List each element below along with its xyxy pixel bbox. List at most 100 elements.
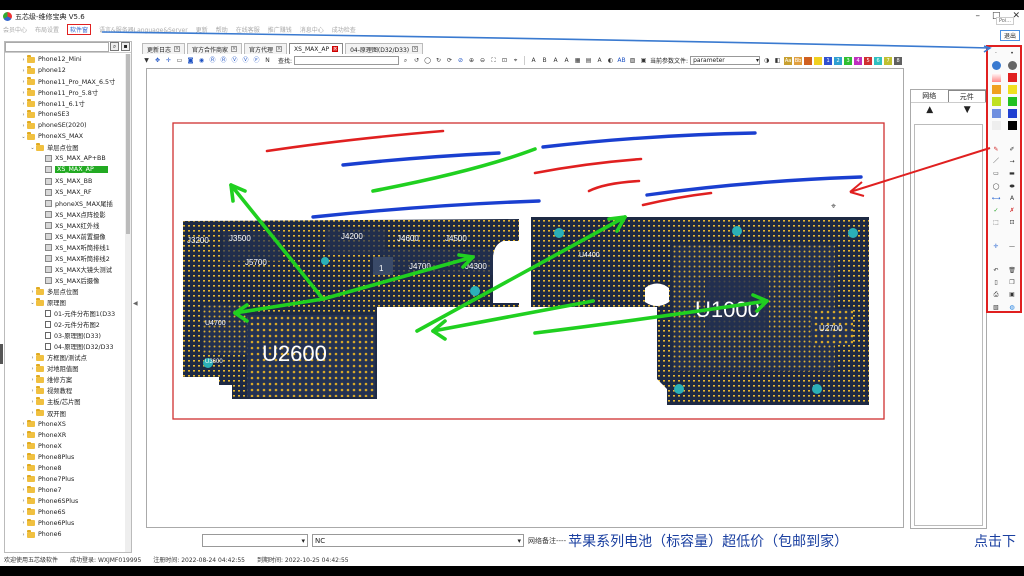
color-orange-swatch[interactable] <box>991 84 1001 94</box>
chevron-right-icon[interactable]: › <box>22 520 25 527</box>
tree-folder[interactable]: ›Phone11_Pro_MAX_6.5寸 <box>5 76 131 87</box>
close-tab-icon[interactable]: × <box>332 46 339 52</box>
color-lightblue-swatch[interactable] <box>991 109 1001 119</box>
tree-folder[interactable]: ›Phone6S <box>5 507 131 518</box>
voltage-filter-icon[interactable]: Ⓥ <box>231 57 238 64</box>
trash-icon[interactable]: 🗑 <box>1008 267 1016 275</box>
double-arrow-icon[interactable]: ⟷ <box>991 194 1001 202</box>
color-white-swatch[interactable] <box>991 121 1001 131</box>
refresh-icon[interactable]: ⟳ <box>447 57 453 64</box>
tree-folder[interactable]: ›Phone8 <box>5 463 131 474</box>
click-more-link[interactable]: 点击下 <box>974 533 1016 550</box>
tree-folder[interactable]: ⌄单层点位图 <box>5 142 131 153</box>
screenshot-icon[interactable]: ▧ <box>993 303 999 311</box>
tree-item[interactable]: 04-原理图(D32/D33 <box>5 341 131 352</box>
color-swatch[interactable]: Aa <box>784 56 793 65</box>
color-swatch[interactable]: 1 <box>824 56 833 65</box>
dot-large-icon[interactable] <box>991 60 1001 70</box>
marker-icon[interactable]: ✐ <box>1009 146 1015 154</box>
chevron-right-icon[interactable]: › <box>22 100 25 107</box>
resistor-filter-2-icon[interactable]: Ⓡ <box>220 57 227 64</box>
pan-icon[interactable]: ✛ <box>165 57 172 64</box>
tree-item[interactable]: phoneXS_MAX尾插 <box>5 198 131 209</box>
chevron-right-icon[interactable]: › <box>22 111 25 118</box>
font-style-icon[interactable]: A <box>597 57 602 64</box>
tree-item[interactable]: XS_MAX红外线 <box>5 220 131 231</box>
menu-item-8[interactable]: 消息中心 <box>299 26 324 34</box>
chevron-right-icon[interactable]: › <box>31 365 34 372</box>
grid-icon[interactable]: ▦ <box>574 57 581 64</box>
menu-item-1[interactable]: 布局设置 <box>35 26 60 34</box>
menu-item-5[interactable]: 帮助 <box>215 26 228 34</box>
tree-folder[interactable]: ›Phone8Plus <box>5 452 131 463</box>
color-green-swatch[interactable] <box>1007 96 1017 106</box>
tree-folder[interactable]: ›对地阻值图 <box>5 363 131 374</box>
tree-folder[interactable]: ›双开图 <box>5 408 131 419</box>
net-filter-icon[interactable]: N <box>265 57 270 64</box>
color-lime-swatch[interactable] <box>991 96 1001 106</box>
folder-icon[interactable]: ▣ <box>640 57 647 64</box>
tree-folder[interactable]: ›PhoneXR <box>5 430 131 441</box>
move-icon[interactable]: ✥ <box>154 57 161 64</box>
arrow-line-icon[interactable]: → <box>1009 158 1015 166</box>
chevron-right-icon[interactable]: › <box>22 509 25 516</box>
resistor-filter-icon[interactable]: Ⓡ <box>209 57 216 64</box>
text-tool-icon[interactable]: A <box>1009 194 1015 202</box>
tree-folder[interactable]: ›phoneSE(2020) <box>5 120 131 131</box>
tree-item[interactable]: XS_MAX听筒排线1 <box>5 242 131 253</box>
tree-folder[interactable]: ›PhoneXS <box>5 419 131 430</box>
chevron-right-icon[interactable]: › <box>22 531 25 538</box>
chevron-right-icon[interactable]: › <box>31 398 34 405</box>
image-icon[interactable]: ▨ <box>629 57 636 64</box>
close-tab-icon[interactable]: × <box>174 46 181 52</box>
close-tab-icon[interactable]: × <box>412 46 419 52</box>
layer-combo[interactable]: ▾ <box>202 534 308 547</box>
chevron-right-icon[interactable]: › <box>31 376 34 383</box>
chevron-right-icon[interactable]: › <box>22 78 25 85</box>
chevron-right-icon[interactable]: › <box>31 387 34 394</box>
collapse-panel-icon[interactable]: ◀ <box>133 300 138 307</box>
text-a-icon[interactable]: A <box>531 57 536 64</box>
zoom-region-icon[interactable]: ⊡ <box>1009 218 1015 226</box>
tree-folder[interactable]: ›Phone6SPlus <box>5 496 131 507</box>
net-list[interactable] <box>914 124 983 526</box>
pen-icon[interactable]: ✎ <box>993 146 999 154</box>
tree-scroll-thumb[interactable] <box>126 54 130 234</box>
tree-folder[interactable]: ›Phone7Plus <box>5 474 131 485</box>
copy-icon[interactable]: ❐ <box>1009 279 1015 287</box>
circle-icon[interactable]: ◯ <box>424 57 431 64</box>
doc-tab[interactable]: 04-原理图(D32/D33)× <box>345 43 424 54</box>
tree-folder[interactable]: ›phone12 <box>5 65 131 76</box>
grid-2-icon[interactable]: ▤ <box>585 57 592 64</box>
color-blue-swatch[interactable] <box>1007 109 1017 119</box>
chevron-right-icon[interactable]: › <box>22 443 25 450</box>
chevron-right-icon[interactable]: › <box>22 432 25 439</box>
chevron-down-icon[interactable]: ⌄ <box>30 299 35 306</box>
color-swatch[interactable]: 2 <box>834 56 843 65</box>
move-tool-icon[interactable]: ✛ <box>993 243 999 251</box>
filled-rect-icon[interactable]: ▬ <box>1009 170 1015 178</box>
tree-item[interactable]: XS_MAX_AP <box>5 164 131 175</box>
color-black-swatch[interactable] <box>1007 121 1017 131</box>
tree-item[interactable]: XS_MAX后摄像 <box>5 275 131 286</box>
menu-item-7[interactable]: 推广赚钱 <box>267 26 292 34</box>
tree-scrollbar[interactable] <box>125 54 131 552</box>
chevron-down-icon[interactable]: ⌄ <box>30 144 35 151</box>
color-pink-swatch[interactable] <box>991 72 1001 82</box>
color-red-swatch[interactable] <box>1007 72 1017 82</box>
chevron-right-icon[interactable]: › <box>31 354 34 361</box>
rotate-ccw-icon[interactable]: ↺ <box>414 57 420 64</box>
promo-banner[interactable]: 苹果系列电池（标容量）超低价（包邮到家） <box>568 533 849 550</box>
undo-icon[interactable]: ↶ <box>993 267 999 275</box>
tree-item[interactable]: 02-元件分布图2 <box>5 319 131 330</box>
tree-folder[interactable]: ›视频教程 <box>5 385 131 396</box>
search-icon[interactable]: ⌕ <box>403 57 408 64</box>
board-canvas[interactable]: U2600 U1000 J3200 J3500 J4200 J4600 J450… <box>146 68 904 528</box>
cross-icon[interactable]: ✗ <box>1009 206 1015 214</box>
pin-icon[interactable]: ▼ <box>144 57 149 64</box>
tab-components[interactable]: 元件 <box>947 90 986 102</box>
tree-folder[interactable]: ›方框图/测试点 <box>5 352 131 363</box>
tree-item[interactable]: XS_MAX大镜头测试 <box>5 264 131 275</box>
ab-icon[interactable]: AB <box>617 57 626 64</box>
toggle-icon[interactable]: ◑ <box>763 57 770 64</box>
